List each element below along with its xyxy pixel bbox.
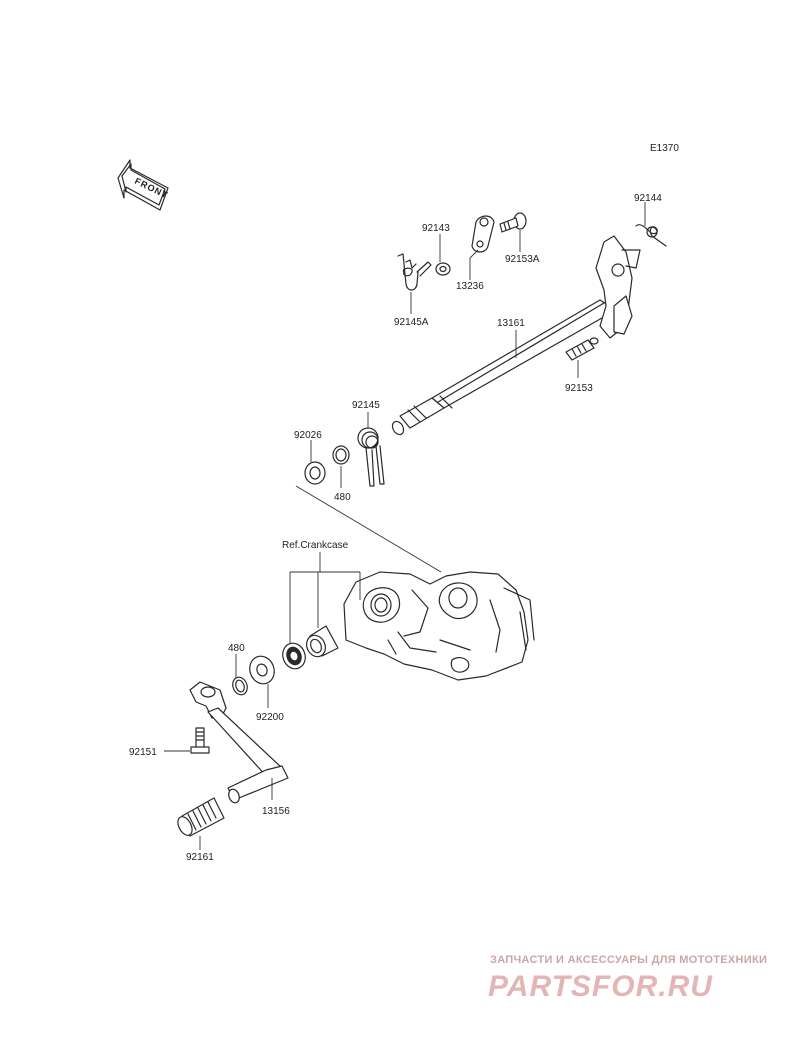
part-13236-lever bbox=[469, 215, 495, 280]
part-92153A-bolt bbox=[499, 212, 527, 252]
part-92145A-spring bbox=[397, 253, 432, 314]
part-92161-pedal-rubber bbox=[177, 797, 225, 850]
label-92145A: 92145A bbox=[394, 317, 429, 328]
crankcase-reference bbox=[343, 571, 535, 681]
part-13161-shift-shaft bbox=[391, 235, 641, 436]
diagram-code: E1370 bbox=[650, 143, 679, 154]
label-92200: 92200 bbox=[256, 712, 284, 723]
front-arrow-icon: FRONT bbox=[117, 159, 170, 211]
label-13236: 13236 bbox=[456, 281, 484, 292]
part-480-circlip-bottom bbox=[232, 654, 248, 696]
part-13156-shift-pedal bbox=[189, 681, 289, 804]
part-92145-spring bbox=[357, 412, 385, 487]
part-92143-collar bbox=[435, 234, 451, 276]
part-92200-washer bbox=[249, 655, 275, 708]
label-92026: 92026 bbox=[294, 430, 322, 441]
watermark-brand: PARTSFOR.RU bbox=[488, 970, 713, 1003]
part-92151-bolt bbox=[164, 727, 210, 754]
label-92145: 92145 bbox=[352, 400, 380, 411]
needle-bearing bbox=[306, 625, 339, 658]
ref-bracket bbox=[289, 552, 361, 644]
part-92153-bolt bbox=[565, 337, 599, 378]
label-92144: 92144 bbox=[634, 193, 662, 204]
label-92143: 92143 bbox=[422, 223, 450, 234]
oil-seal bbox=[282, 642, 306, 670]
part-480-circlip-top bbox=[332, 445, 350, 488]
label-480-top: 480 bbox=[334, 492, 351, 503]
ref-crankcase-label: Ref.Crankcase bbox=[282, 540, 349, 551]
label-92153: 92153 bbox=[565, 383, 593, 394]
label-92161: 92161 bbox=[186, 852, 214, 863]
label-480-bottom: 480 bbox=[228, 643, 245, 654]
label-13161: 13161 bbox=[497, 318, 525, 329]
label-13156: 13156 bbox=[262, 806, 290, 817]
part-92144-spring bbox=[635, 202, 667, 247]
part-92026-washer bbox=[304, 440, 326, 485]
label-92153A: 92153A bbox=[505, 254, 540, 265]
watermark-tagline: ЗАПЧАСТИ И АКСЕССУАРЫ ДЛЯ МОТОТЕХНИКИ bbox=[490, 954, 767, 966]
label-92151: 92151 bbox=[129, 747, 157, 758]
reference-line bbox=[295, 485, 442, 573]
